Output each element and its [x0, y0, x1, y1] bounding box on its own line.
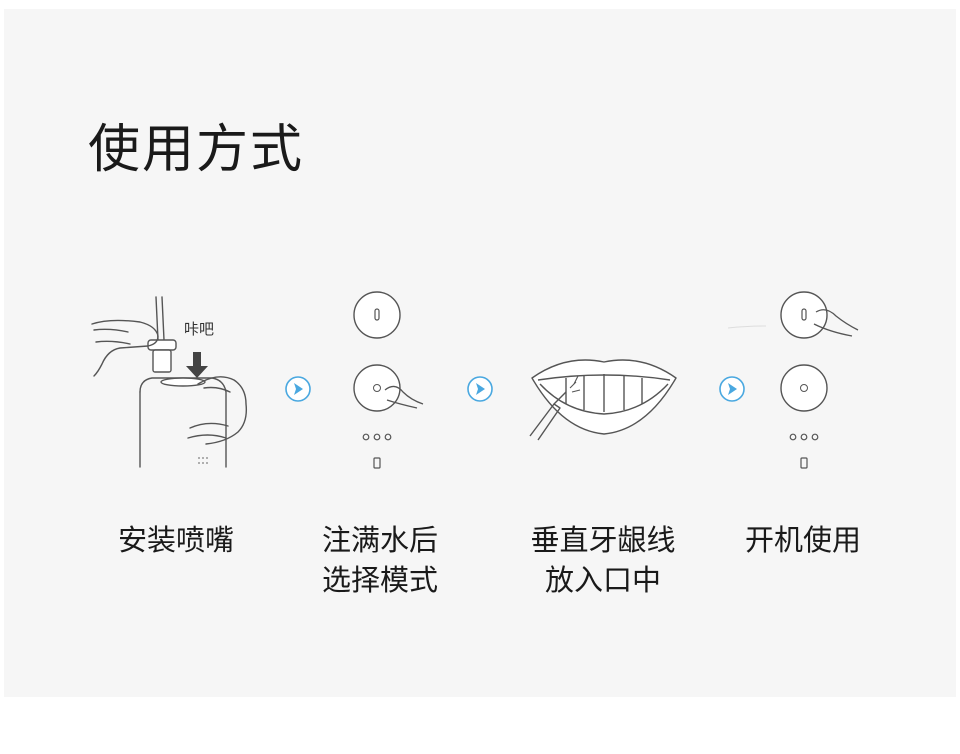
battery-icon	[801, 458, 807, 468]
mode-button-icon	[781, 365, 827, 411]
mouth-illustration	[526, 352, 682, 442]
battery-icon	[374, 458, 380, 468]
page-title: 使用方式	[88, 118, 304, 182]
step-caption-line2: 放入口中	[503, 560, 703, 600]
step-caption-line1: 开机使用	[703, 520, 903, 560]
select-mode-illustration	[345, 290, 435, 475]
click-sound-label: 咔吧	[184, 318, 214, 339]
next-arrow-icon	[284, 375, 312, 403]
step-caption-line1: 注满水后	[280, 520, 480, 560]
install-nozzle-illustration	[80, 292, 260, 477]
step-caption-line2: 选择模式	[280, 560, 480, 600]
next-arrow-icon	[466, 375, 494, 403]
power-button-icon	[781, 292, 827, 338]
power-button-icon	[354, 292, 400, 338]
step-caption: 开机使用	[703, 520, 903, 560]
power-on-illustration	[726, 290, 866, 475]
down-arrow-icon	[186, 352, 208, 378]
step-caption: 垂直牙龈线 放入口中	[503, 520, 703, 600]
step-caption: 注满水后 选择模式	[280, 520, 480, 600]
step-caption-line1: 垂直牙龈线	[503, 520, 703, 560]
step-caption: 安装喷嘴	[76, 520, 276, 560]
step-caption-line1: 安装喷嘴	[76, 520, 276, 560]
mode-button-icon	[354, 365, 400, 411]
